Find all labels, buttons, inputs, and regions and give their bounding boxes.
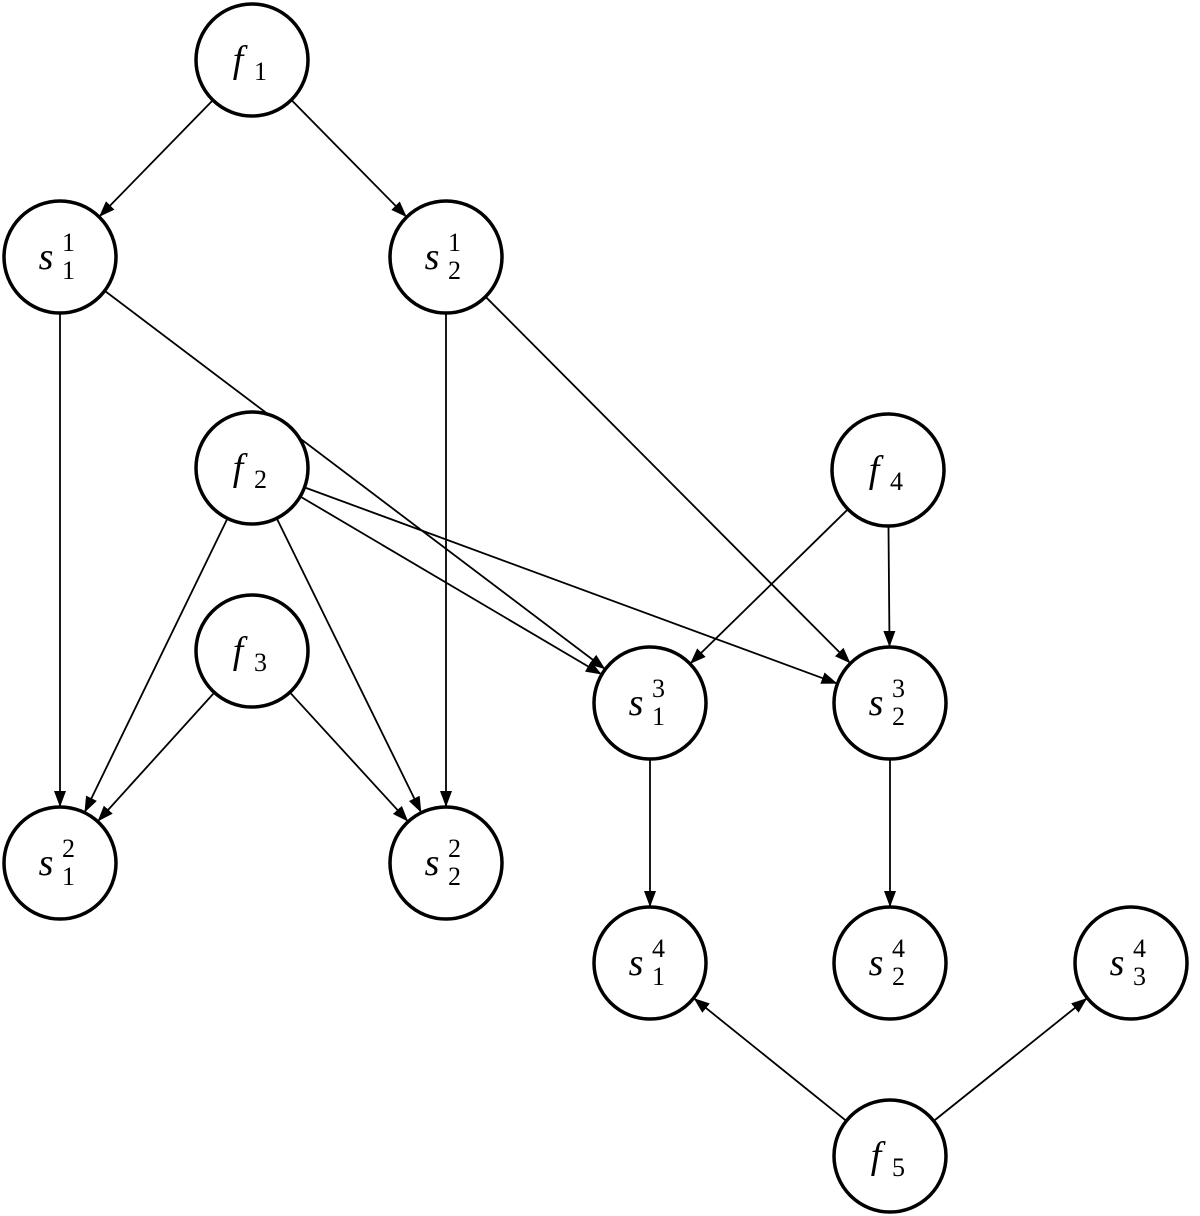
node-label-base: s (39, 842, 54, 884)
node-label-subscript: 1 (62, 862, 75, 891)
node-label-subscript: 2 (892, 962, 905, 991)
node-label-subscript: 1 (254, 57, 267, 86)
edge-f5-to-s1_4 (693, 998, 847, 1122)
node-label-base: s (1110, 942, 1125, 984)
node-label-superscript: 4 (892, 934, 905, 963)
edge-f2-to-s1_2 (84, 517, 229, 813)
node-circle (832, 905, 948, 1021)
node-circle (388, 805, 504, 921)
node-circle (2, 199, 118, 315)
node-label-superscript: 3 (652, 674, 665, 703)
node-label-base: s (629, 682, 644, 724)
node-label-subscript: 3 (1133, 962, 1146, 991)
node-label-subscript: 5 (892, 1153, 905, 1182)
edge-f3-to-s1_2 (97, 691, 216, 822)
node-circle (1073, 905, 1189, 1021)
node-label-superscript: 1 (62, 228, 75, 257)
node-label-superscript: 1 (448, 228, 461, 257)
node-label-subscript: 2 (254, 465, 267, 494)
edge-f2-to-s1_3 (299, 495, 602, 675)
edge-s1_1-to-s1_3 (104, 290, 606, 670)
edge-f2-to-s2_3 (304, 486, 838, 685)
edge-f4-to-s2_3 (883, 525, 896, 648)
node-label-subscript: 1 (62, 256, 75, 285)
node-circle (830, 412, 946, 528)
node-label-superscript: 4 (652, 934, 665, 963)
node-circle (194, 593, 310, 709)
node-label-base: s (39, 236, 54, 278)
node-label-subscript: 2 (448, 862, 461, 891)
node-label-superscript: 4 (1133, 934, 1146, 963)
edge-f1-to-s1_1 (99, 99, 214, 217)
node-label-base: s (869, 682, 884, 724)
edge-s2_1-to-s2_3 (484, 296, 851, 664)
node-label-base: s (425, 842, 440, 884)
node-circle (592, 905, 708, 1021)
node-circle (592, 645, 708, 761)
node-circle (194, 2, 310, 118)
node-circle (388, 199, 504, 315)
node-label-base: s (425, 236, 440, 278)
node-label-superscript: 3 (892, 674, 905, 703)
node-label-superscript: 2 (448, 834, 461, 863)
edge-f3-to-s2_2 (289, 691, 409, 822)
node-label-base: s (869, 942, 884, 984)
edge-f5-to-s3_4 (933, 997, 1088, 1122)
edges (54, 99, 1088, 1122)
edge-f4-to-s1_3 (690, 508, 849, 664)
node-circle (832, 1098, 948, 1214)
node-circle (832, 645, 948, 761)
node-label-subscript: 1 (652, 962, 665, 991)
node-label-subscript: 2 (448, 256, 461, 285)
node-label-subscript: 1 (652, 702, 665, 731)
node-label-subscript: 3 (254, 648, 267, 677)
edge-f1-to-s2_1 (290, 99, 407, 218)
node-label-base: s (629, 942, 644, 984)
edge-f2-to-s2_2 (275, 517, 422, 813)
node-label-subscript: 4 (890, 467, 903, 496)
node-label-superscript: 2 (62, 834, 75, 863)
node-circle (2, 805, 118, 921)
node-circle (194, 410, 310, 526)
node-label-subscript: 2 (892, 702, 905, 731)
